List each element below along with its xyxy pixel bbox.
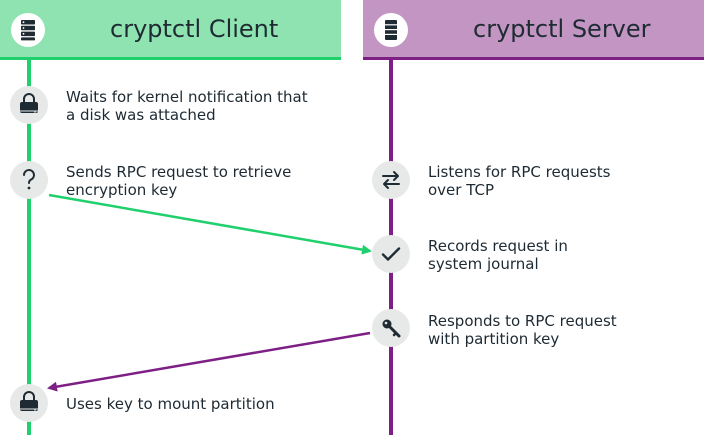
- client-lifeline: [27, 60, 31, 435]
- server-lane-header: cryptctl Server: [363, 0, 704, 60]
- disk-lock-icon: [10, 384, 48, 422]
- step-respond-line2: with partition key: [428, 330, 560, 348]
- step-respond-text: Responds to RPC request with partition k…: [428, 312, 617, 348]
- key-icon: [372, 309, 410, 347]
- step-listen-text: Listens for RPC requests over TCP: [428, 163, 610, 199]
- step-send-line2: encryption key: [66, 181, 178, 199]
- step-record-line1: Records request in: [428, 237, 568, 255]
- disk-lock-icon: [10, 86, 48, 124]
- client-lane-header: cryptctl Client: [0, 0, 341, 60]
- request-arrow: [48, 193, 372, 255]
- step-listen-line2: over TCP: [428, 181, 495, 199]
- step-send-text: Sends RPC request to retrieve encryption…: [66, 163, 291, 199]
- step-mount-line1: Uses key to mount partition: [66, 395, 275, 413]
- question-mark-icon: [10, 161, 48, 199]
- server-rack-icon: [11, 13, 45, 47]
- step-wait-line2: a disk was attached: [66, 106, 216, 124]
- step-record-line2: system journal: [428, 255, 539, 273]
- step-listen-line1: Listens for RPC requests: [428, 163, 611, 181]
- client-title: cryptctl Client: [110, 15, 279, 43]
- step-respond-line1: Responds to RPC request: [428, 312, 617, 330]
- step-record-text: Records request in system journal: [428, 237, 568, 273]
- step-wait-text: Waits for kernel notification that a dis…: [66, 88, 308, 124]
- response-arrow: [47, 331, 371, 392]
- server-stack-icon: [374, 13, 408, 47]
- step-mount-text: Uses key to mount partition: [66, 395, 275, 413]
- step-wait-line1: Waits for kernel notification that: [66, 88, 308, 106]
- checkmark-icon: [372, 235, 410, 273]
- step-send-line1: Sends RPC request to retrieve: [66, 163, 292, 181]
- swap-arrows-icon: [372, 161, 410, 199]
- server-title: cryptctl Server: [473, 15, 651, 43]
